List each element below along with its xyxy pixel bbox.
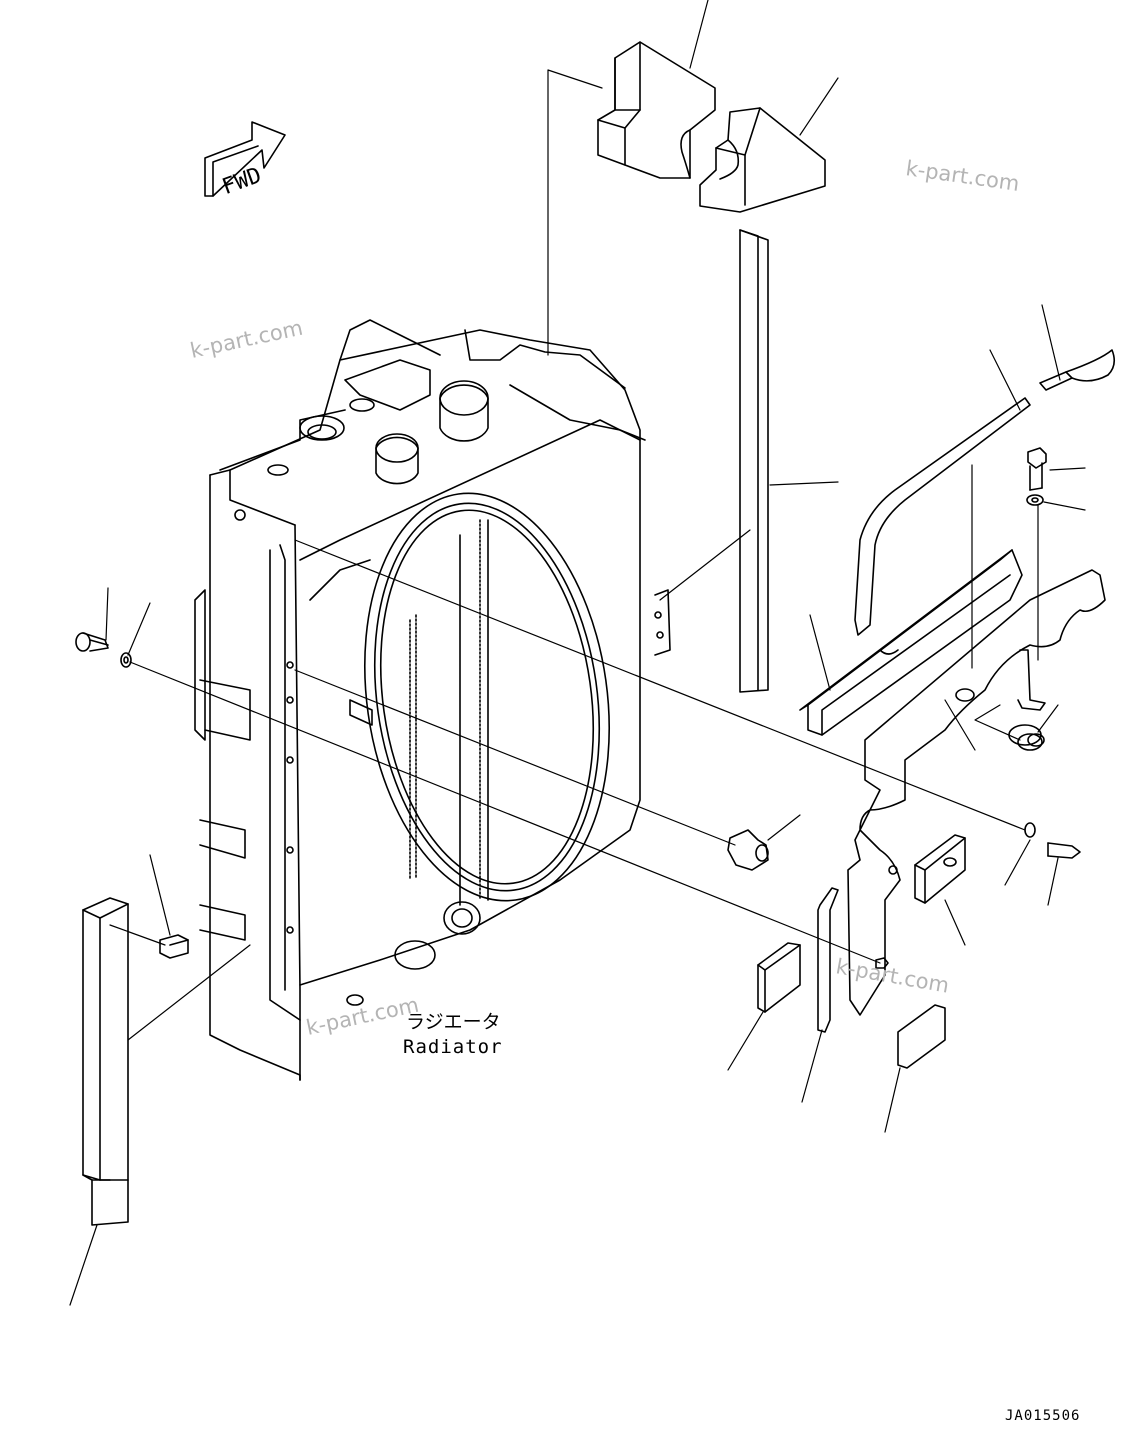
leader-lines — [69, 0, 1086, 1306]
mount-rubber-icon — [727, 829, 769, 871]
radiator-label-en: Radiator — [403, 1036, 503, 1058]
watermark: k-part.com — [904, 156, 1021, 196]
washer-icon-right-top — [1026, 494, 1044, 506]
bolt-icon-right-top — [1027, 447, 1047, 491]
curved-seal-strip — [854, 397, 1031, 636]
rubber-pad-lower — [757, 942, 801, 1013]
seal-strip-vertical — [739, 229, 769, 693]
seal-strip-left — [82, 897, 129, 1226]
radiator-label-jp: ラジエータ — [406, 1011, 501, 1033]
fwd-arrow-icon: FWD — [204, 121, 286, 200]
washer-icon-right-mid — [1024, 822, 1036, 838]
upper-mount-block-left — [597, 41, 716, 179]
shroud-panel — [847, 569, 1106, 1016]
bolt-icon — [75, 632, 109, 652]
upper-mount-block-right — [699, 107, 826, 213]
watermark: k-part.com — [834, 954, 951, 997]
foam-bar — [799, 549, 1023, 736]
washer-icon — [120, 652, 132, 668]
rubber-pad-right — [914, 834, 966, 904]
radiator-assembly — [194, 319, 671, 1081]
clip-top-right — [1039, 349, 1116, 391]
watermark: k-part.com — [188, 316, 305, 363]
sheet-pad-lower — [897, 1004, 946, 1069]
small-block — [159, 934, 189, 959]
bolt-icon-right-mid — [1047, 842, 1081, 859]
drawing-number: JA015506 — [1005, 1408, 1080, 1424]
small-nut-icon — [875, 957, 889, 969]
flat-strap — [817, 887, 839, 1033]
